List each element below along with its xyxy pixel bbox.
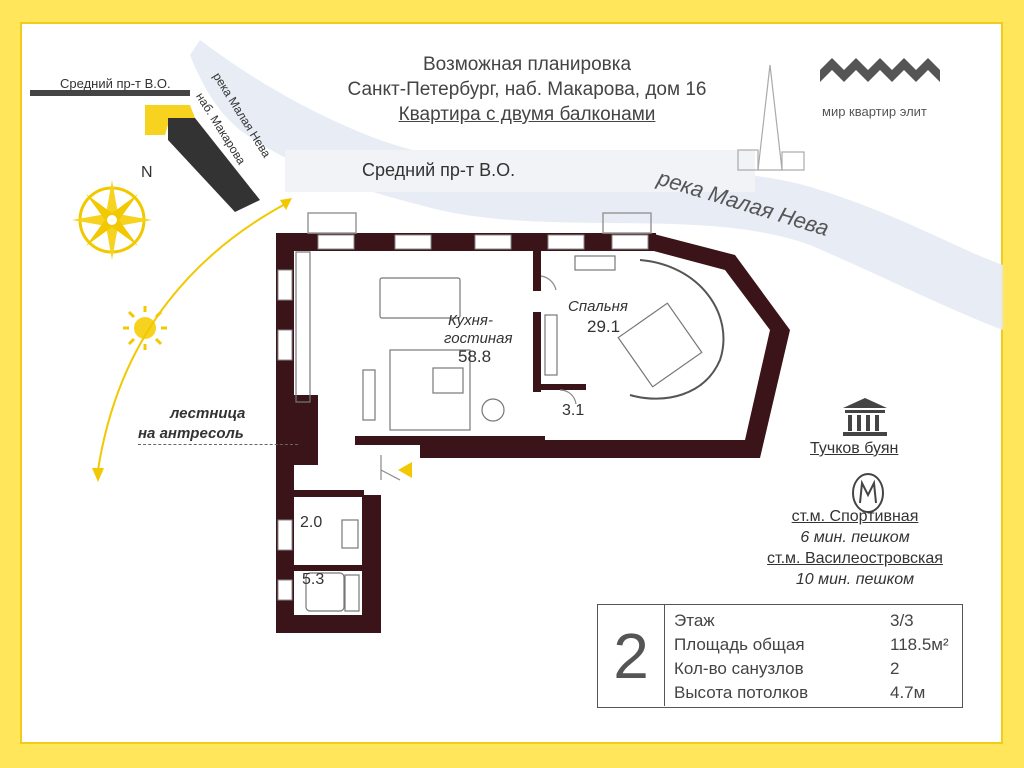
compass-rose: [72, 180, 152, 260]
header-line-3: Квартира с двумя балконами: [398, 104, 656, 125]
kitchen-area: 58.8: [458, 347, 492, 366]
info-bathrooms-label: Кол-во санузлов: [674, 659, 804, 678]
tuchkov-icon: [843, 398, 887, 436]
kitchen-label-1: Кухня-: [448, 312, 493, 329]
locator-building-yellow: [145, 105, 195, 135]
metro-icon: [852, 473, 884, 513]
brand-name: мир квартир элит: [822, 104, 927, 119]
header-line-1: Возможная планировка: [422, 54, 632, 75]
header-line-2: Санкт-Петербург, наб. Макарова, дом 16: [347, 79, 707, 100]
info-area-label: Площадь общая: [674, 635, 805, 654]
metro1-name: ст.м. Спортивная: [791, 508, 919, 525]
closet-area: 3.1: [562, 402, 585, 419]
kitchen-label-2: гостиная: [444, 330, 513, 347]
bedroom-label: Спальня: [568, 298, 628, 315]
metro1-time: 6 мин. пешком: [800, 529, 910, 546]
locator-street-line: [30, 90, 190, 96]
sun-arc-arrow-top: [280, 198, 292, 210]
street-sredniy-small: Средний пр-т В.О.: [60, 76, 171, 91]
locator-building-black: [168, 118, 260, 212]
doors: [380, 275, 577, 481]
sun-arc: [97, 202, 288, 471]
tower-icon: [737, 64, 805, 171]
stairs-label-2: на антресоль: [138, 425, 244, 442]
info-bathrooms-value: 2: [890, 659, 900, 678]
sun-arc-arrow-bottom: [92, 468, 104, 482]
windows: [277, 234, 649, 601]
kitchen-furniture: [295, 251, 505, 431]
bath-area: 5.3: [302, 571, 325, 588]
apartment-number: 2: [598, 605, 665, 706]
bedroom-area: 29.1: [587, 317, 621, 336]
bedroom-furniture: [544, 255, 703, 388]
info-floor-label: Этаж: [674, 611, 715, 630]
metro2-time: 10 мин. пешком: [795, 571, 915, 588]
sun-icon: [123, 306, 167, 350]
compass-north-label: N: [141, 164, 153, 181]
stairs-label-1: лестница: [170, 405, 246, 422]
balcony-left: [307, 212, 357, 234]
balcony-right: [602, 212, 652, 234]
info-area-value: 118.5м²: [890, 635, 949, 654]
info-ceiling-value: 4.7м: [890, 683, 926, 702]
apartment-walls: [276, 233, 790, 633]
street-sredniy-big: Средний пр-т В.О.: [362, 160, 516, 180]
info-floor-value: 3/3: [890, 611, 914, 630]
bathroom-fixtures: [305, 519, 360, 612]
info-ceiling-label: Высота потолков: [674, 683, 809, 702]
wc-area: 2.0: [300, 514, 323, 531]
landmark-tuchkov: Тучков буян: [810, 440, 899, 457]
street-sredniy-band: [285, 150, 755, 192]
metro2-name: ст.м. Василеостровская: [767, 550, 943, 567]
brand-logo-icon: [820, 58, 940, 82]
stairs-leader-line: [138, 444, 298, 446]
bedroom-bay: [629, 259, 725, 400]
apartment-info-box: 2 Этаж 3/3 Площадь общая 118.5м² Кол-во …: [597, 604, 963, 708]
entrance-arrow: [398, 462, 412, 478]
